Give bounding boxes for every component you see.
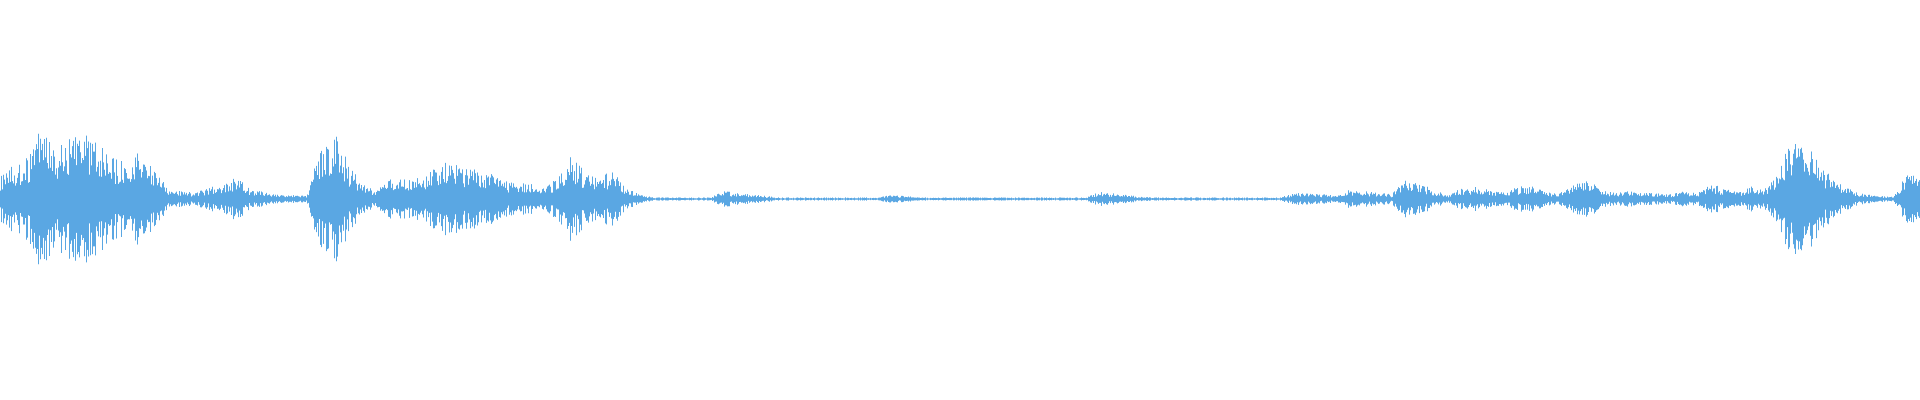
waveform-bars — [0, 133, 1920, 265]
